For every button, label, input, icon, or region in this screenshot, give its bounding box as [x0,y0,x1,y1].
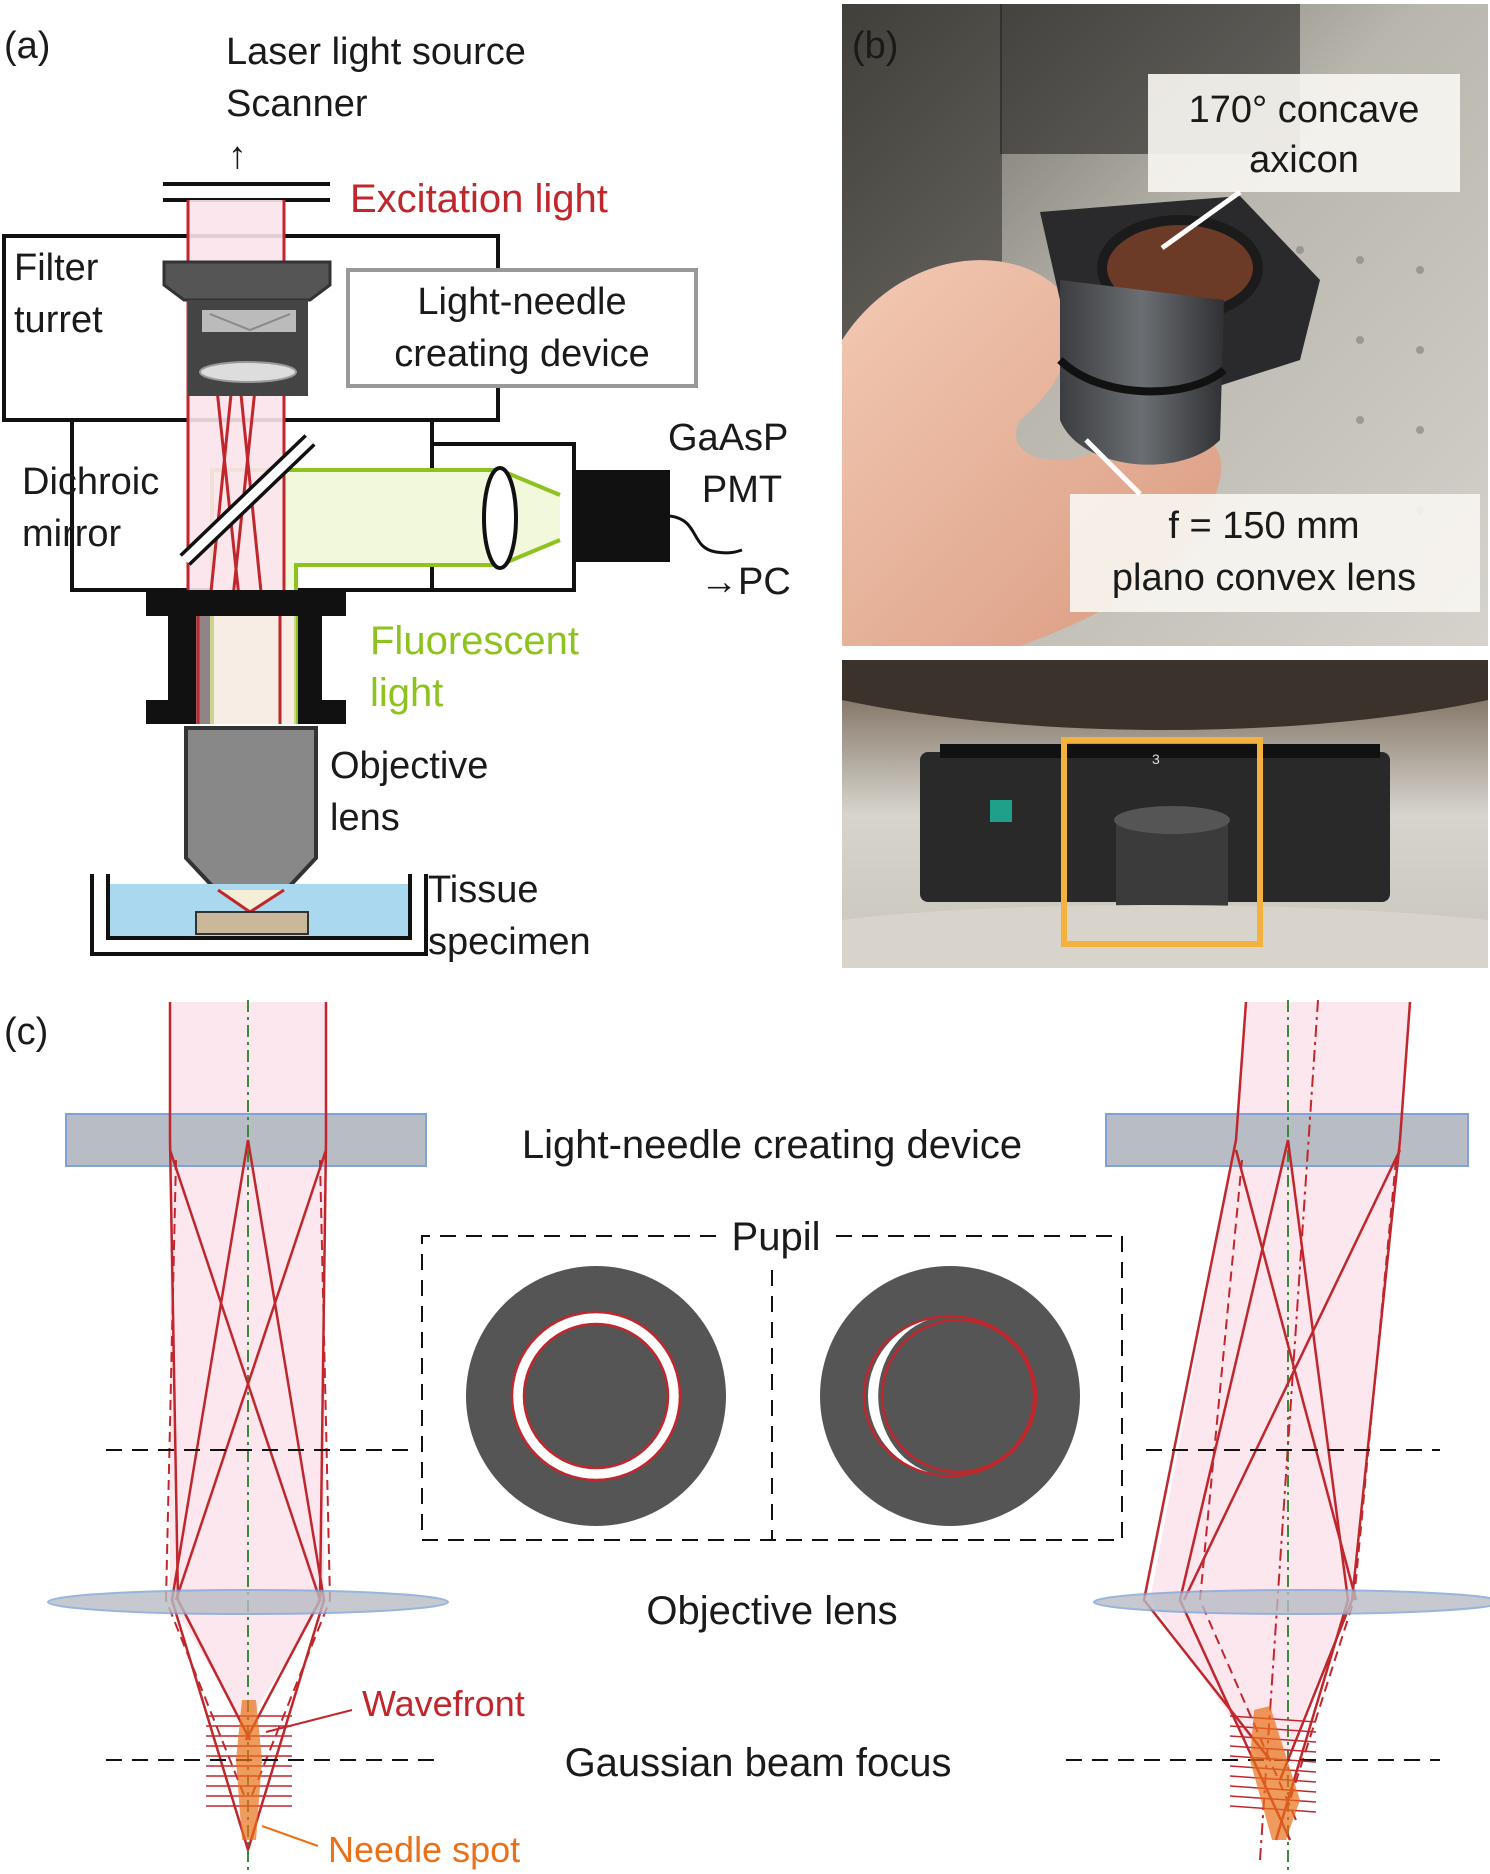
pupil-box: Pupil [421,1215,1123,1541]
turret-highlight-box [1061,737,1263,947]
objective-lens-label: Objective lens [646,1589,897,1633]
turret-cube-top [162,260,332,302]
axicon-label-1: 170° concave [1189,89,1420,131]
panel-c-label: (c) [4,1011,48,1053]
aligned-ray-diagram: Wavefront Needle spot [47,1000,525,1870]
filter-turret-label-2: turret [14,299,103,341]
light-needle-device-label: Light-needle creating device [522,1123,1022,1167]
dichroic-mirror-face [181,436,314,564]
light-needle-device-label-2: creating device [394,333,650,375]
plano-convex-lens [199,361,297,383]
objective-label-2: lens [330,797,400,839]
annular-ring-edge [510,1310,682,1482]
pupil-aligned [466,1266,726,1526]
axicon-element-face [209,313,291,332]
needle-spot-pointer [261,1825,319,1847]
panel-b-label: (b) [852,25,898,67]
annular-ring-edge [522,1322,670,1470]
pc-label: →PC [700,561,791,603]
axicon-pointer [1160,189,1242,251]
axicon-element [202,310,296,332]
light-needle-device-callout [346,268,698,388]
panel-a: (a) Laser light source Scanner ↑ Excitat… [2,25,791,963]
focused-cone [218,890,284,910]
lens-callout [1070,494,1480,612]
crescent-ring-edge [862,1314,1038,1478]
pmt-cable [669,514,743,555]
needle-spot-label: Needle spot [328,1829,520,1870]
tissue-label-2: specimen [428,921,591,963]
axicon-label-2: axicon [1249,139,1359,181]
panel-a-label: (a) [4,25,50,67]
needle-spot [236,1700,262,1840]
photo-turret-top [842,660,1488,730]
photo-turret-base [842,905,1488,968]
panel-b: (b) 170° concave axicon f = 150 mm plano… [842,4,1488,968]
tissue-label-1: Tissue [428,869,539,911]
scanner-label: Scanner [226,83,368,125]
photo-lens-tube-groove [1057,357,1227,396]
objective-lens-plate [1093,1589,1490,1615]
panel-c: (c) [4,999,1490,1870]
filter-turret-label-1: Filter [14,247,99,289]
pmt-label-2: PMT [702,469,782,511]
photo-turret-number: 3 [1152,751,1160,767]
pmt-label-1: GaAsP [668,417,788,459]
photo-lens-tube [1060,280,1224,465]
needle-spot [1250,1706,1300,1840]
light-needle-device-label-1: Light-needle [417,281,626,323]
objective-label-1: Objective [330,745,488,787]
lens-label-2: plano convex lens [1112,557,1416,599]
excitation-ray [217,888,251,914]
specimen-dish [90,874,428,956]
crescent-ring-edge [880,1318,1036,1474]
lens-pointer [1084,438,1142,496]
annular-ring [513,1313,679,1479]
fluorescent-beam [212,470,560,720]
axicon-callout [1148,74,1460,192]
tissue-specimen [195,911,309,935]
fluorescent-light-label-1: Fluorescent [370,619,579,663]
up-arrow-icon: ↑ [228,135,247,177]
collection-lens [482,466,518,570]
photo-turret-gear [940,744,1380,758]
dichroic-label-1: Dichroic [22,461,159,503]
wavefront-pointer [265,1709,353,1733]
wavefront-label: Wavefront [362,1683,525,1724]
photo-filter-cube [1116,820,1228,906]
photo-cube-marker [990,800,1012,822]
objective-lens-plate [47,1589,449,1615]
pupil-label: Pupil [732,1215,821,1259]
photo-filter-cube-top [1114,806,1230,834]
fluorescent-light-label-2: light [370,671,443,715]
excitation-ray [249,888,285,914]
lens-label-1: f = 150 mm [1168,505,1359,547]
laser-source-label: Laser light source [226,31,526,73]
pupil-tilted [820,1266,1080,1526]
excitation-light-label: Excitation light [350,177,608,221]
dichroic-label-2: mirror [22,513,122,555]
pmt-detector [574,470,670,562]
objective-lens-body [184,726,318,892]
gaussian-focus-label: Gaussian beam focus [565,1741,952,1785]
tilted-ray-diagram [1066,999,1490,1870]
